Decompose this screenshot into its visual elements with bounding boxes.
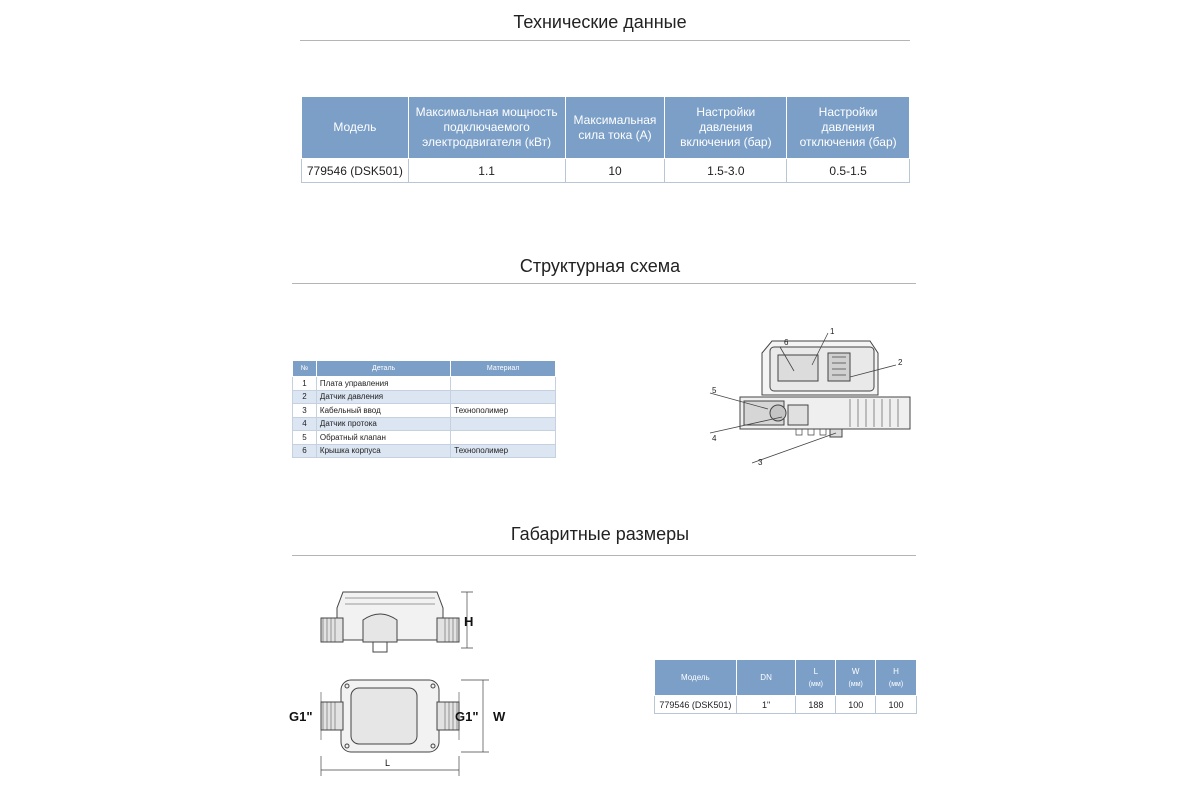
cell-off-pressure: 0.5-1.5: [786, 158, 910, 183]
section-title-tech: Технические данные: [513, 12, 687, 32]
cell-model: 779546 (DSK501): [301, 158, 409, 183]
section-title-dims: Габаритные размеры: [510, 524, 690, 544]
divider: [292, 555, 916, 556]
cell-num: 5: [292, 430, 317, 445]
th-num: №: [292, 360, 317, 377]
divider: [292, 283, 916, 284]
cell-part: Крышка корпуса: [315, 443, 452, 458]
th-h: H(мм): [875, 659, 917, 696]
cell-part: Датчик давления: [315, 389, 452, 404]
cell-w: 100: [835, 695, 877, 714]
cell-material: [450, 416, 556, 431]
cell-part: Кабельный ввод: [315, 403, 452, 418]
cell-num: 3: [292, 403, 317, 418]
dimensions-drawing: H W G1" G1" L: [289, 591, 506, 776]
th-off-pressure: Настройки давления отключения (бар): [786, 96, 910, 159]
th-dn: DN: [735, 659, 797, 696]
cell-current: 10: [564, 158, 666, 183]
cell-l: 188: [795, 695, 837, 714]
tech-data-table: Модель Максимальная мощность подключаемо…: [301, 96, 910, 183]
th-w: W(мм): [835, 659, 877, 696]
cell-dn: 1": [735, 695, 797, 714]
cell-part: Плата управления: [315, 376, 452, 391]
section-title-schema: Структурная схема: [519, 256, 681, 276]
cell-num: 1: [292, 376, 317, 391]
cell-model: 779546 (DSK501): [654, 695, 737, 714]
label-l: L: [385, 758, 390, 768]
label-g-left: G1": [289, 709, 313, 724]
cell-h: 100: [875, 695, 917, 714]
cell-material: [450, 389, 556, 404]
th-model: Модель: [301, 96, 409, 159]
th-l: L(мм): [795, 659, 837, 696]
cell-material: [450, 430, 556, 445]
cell-power: 1.1: [407, 158, 566, 183]
cell-material: [450, 376, 556, 391]
dimensions-table: Модель DN L(мм) W(мм) H(мм) 779546 (DSK5…: [654, 659, 917, 714]
table-row: 779546 (DSK501) 1.1 10 1.5-3.0 0.5-1.5: [301, 158, 910, 183]
cell-num: 2: [292, 389, 317, 404]
callout-3: 3: [758, 458, 763, 467]
callout-1: 1: [830, 327, 835, 336]
callout-4: 4: [712, 434, 717, 443]
cell-num: 6: [292, 443, 317, 458]
th-power: Максимальная мощность подключаемого элек…: [407, 96, 566, 159]
th-material: Материал: [450, 360, 556, 377]
th-model: Модель: [654, 659, 737, 696]
table-row: 779546 (DSK501) 1" 188 100 100: [654, 695, 917, 714]
th-part: Деталь: [315, 360, 452, 377]
th-current: Максимальная сила тока (А): [564, 96, 666, 159]
cell-part: Обратный клапан: [315, 430, 452, 445]
label-w: W: [493, 709, 506, 724]
cell-part: Датчик протока: [315, 416, 452, 431]
cell-on-pressure: 1.5-3.0: [664, 158, 788, 183]
cell-material: Технополимер: [450, 403, 556, 418]
callout-2: 2: [898, 358, 903, 367]
cell-material: Технополимер: [450, 443, 556, 458]
th-on-pressure: Настройки давления включения (бар): [664, 96, 788, 159]
cell-num: 4: [292, 416, 317, 431]
divider: [300, 40, 910, 41]
callout-5: 5: [712, 386, 717, 395]
callout-6: 6: [784, 338, 789, 347]
structure-diagram: 1 2 3 4 5 6: [709, 327, 911, 467]
label-g-right: G1": [455, 709, 479, 724]
label-h: H: [464, 614, 473, 629]
